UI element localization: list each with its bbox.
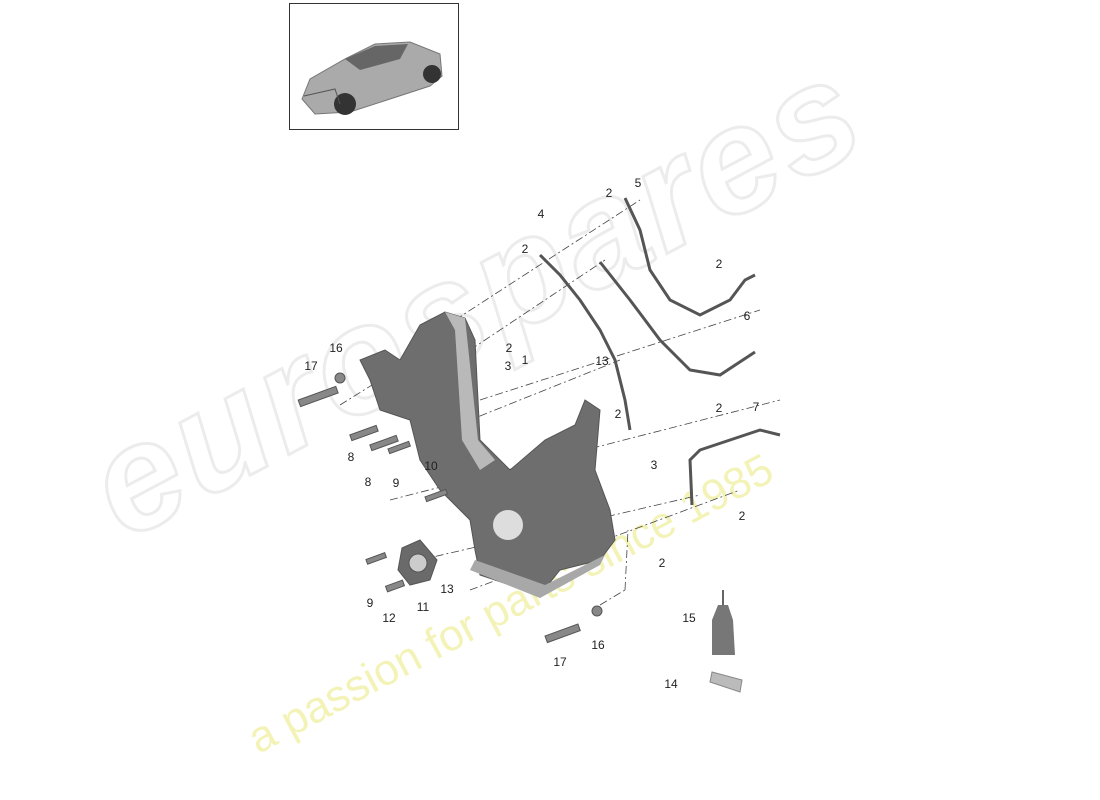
callout-label[interactable]: 15 [682, 611, 696, 625]
gasket-5 [623, 197, 756, 317]
callout-label[interactable]: 11 [416, 600, 430, 614]
callout-label[interactable]: 2 [605, 186, 613, 200]
callout-label[interactable]: 2 [505, 341, 513, 355]
callout-label[interactable]: 2 [738, 509, 746, 523]
sealant-bottle-15 [712, 590, 735, 655]
callout-label[interactable]: 2 [521, 242, 529, 256]
callout-label[interactable]: 16 [329, 341, 343, 355]
sealant-tube-14 [709, 671, 743, 693]
callout-label[interactable]: 2 [715, 257, 723, 271]
gasket-6 [598, 261, 756, 377]
callout-label[interactable]: 2 [715, 401, 723, 415]
callout-label[interactable]: 3 [650, 458, 658, 472]
callout-label[interactable]: 2 [614, 407, 622, 421]
car-icon [301, 41, 443, 115]
callout-label[interactable]: 7 [752, 400, 760, 414]
housing-highlight [445, 312, 495, 470]
callout-label[interactable]: 8 [347, 450, 355, 464]
gaskets [538, 197, 781, 506]
bolts [297, 372, 603, 644]
callout-label[interactable]: 13 [595, 354, 609, 368]
callout-label[interactable]: 13 [440, 582, 454, 596]
callout-label[interactable]: 9 [366, 596, 374, 610]
callout-label[interactable]: 4 [537, 207, 545, 221]
callout-label[interactable]: 17 [553, 655, 567, 669]
vehicle-thumbnail [289, 3, 459, 130]
callout-label[interactable]: 16 [591, 638, 605, 652]
callout-label[interactable]: 9 [392, 476, 400, 490]
bolt-17 [297, 385, 339, 408]
callout-label[interactable]: 12 [382, 611, 396, 625]
housing-opening [493, 510, 523, 540]
callout-label[interactable]: 5 [634, 176, 642, 190]
callout-label[interactable]: 8 [364, 475, 372, 489]
callout-label[interactable]: 1 [521, 353, 529, 367]
washer-16-lower [591, 605, 603, 617]
housing-base [470, 555, 605, 598]
callout-label[interactable]: 6 [743, 309, 751, 323]
callout-label[interactable]: 10 [424, 459, 438, 473]
callout-label[interactable]: 2 [658, 556, 666, 570]
callout-label[interactable]: 14 [664, 677, 678, 691]
bolt-17-lower [544, 623, 581, 644]
washer-16 [334, 372, 346, 384]
callout-label[interactable]: 17 [304, 359, 318, 373]
gasket-4 [538, 253, 632, 431]
gasket-7 [688, 428, 781, 506]
callout-label[interactable]: 3 [504, 359, 512, 373]
